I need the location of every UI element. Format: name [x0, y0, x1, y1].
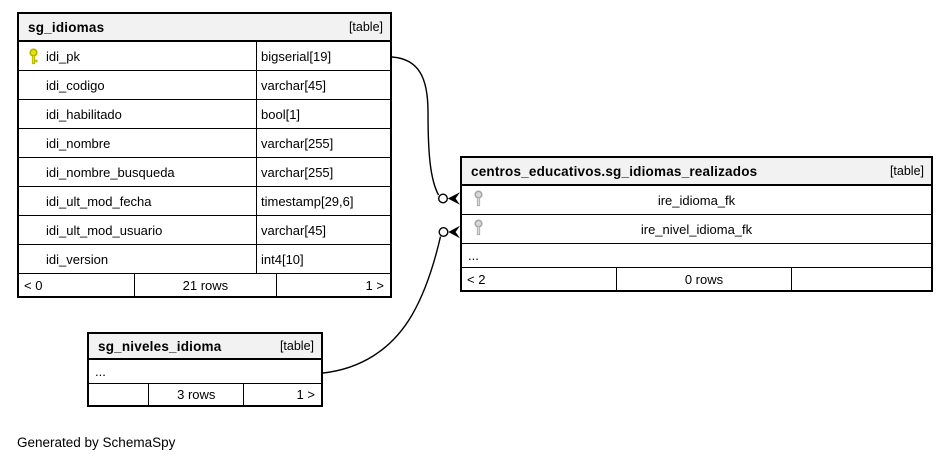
column-name-cell: idi_nombre	[19, 129, 257, 157]
column-name: idi_habilitado	[46, 106, 122, 122]
table-row: idi_habilitado bool[1]	[19, 100, 390, 129]
table-type-badge: [table]	[279, 339, 314, 353]
column-name-cell: idi_pk	[19, 42, 257, 70]
table-row: idi_nombre varchar[255]	[19, 129, 390, 158]
table-header[interactable]: sg_idiomas [table]	[19, 14, 390, 42]
table-row: idi_ult_mod_usuario varchar[45]	[19, 216, 390, 245]
foreign-key-icon	[473, 219, 484, 239]
column-type: int4[10]	[261, 251, 304, 267]
pager-prev[interactable]: < 0	[24, 277, 43, 293]
column-type: bool[1]	[261, 106, 301, 122]
table-row: ire_idioma_fk	[462, 186, 931, 215]
table-header[interactable]: centros_educativos.sg_idiomas_realizados…	[462, 158, 931, 186]
column-name: idi_ult_mod_usuario	[46, 222, 163, 238]
table-row: idi_ult_mod_fecha timestamp[29,6]	[19, 187, 390, 216]
table-type-badge: [table]	[348, 20, 383, 34]
row-count: 3 rows	[148, 384, 245, 405]
column-name: idi_nombre	[46, 135, 111, 151]
column-type: varchar[45]	[261, 77, 327, 93]
table-row: idi_codigo varchar[45]	[19, 71, 390, 100]
pager-prev[interactable]: < 2	[467, 271, 486, 287]
column-type: varchar[45]	[261, 222, 327, 238]
column-name: ire_nivel_idioma_fk	[640, 221, 753, 237]
column-type: varchar[255]	[261, 135, 334, 151]
fk-edge-crowfoot-nivel	[448, 225, 460, 239]
primary-key-icon	[28, 47, 46, 65]
ellipsis-row: ...	[89, 360, 321, 384]
table-row: idi_nombre_busqueda varchar[255]	[19, 158, 390, 187]
generated-by-label: Generated by SchemaSpy	[17, 435, 176, 450]
column-name: idi_ult_mod_fecha	[46, 193, 152, 209]
column-name: idi_nombre_busqueda	[46, 164, 175, 180]
table-title[interactable]: centros_educativos.sg_idiomas_realizados	[471, 163, 758, 179]
table-footer: < 2 0 rows	[462, 268, 931, 290]
column-name: idi_codigo	[46, 77, 105, 93]
table-title[interactable]: sg_idiomas	[28, 19, 105, 35]
fk-edge-odot-idioma	[438, 193, 449, 204]
table-sg-niveles-idioma[interactable]: sg_niveles_idioma [table] ... 3 rows 1 >	[87, 332, 323, 407]
table-title[interactable]: sg_niveles_idioma	[98, 338, 222, 354]
pager-next[interactable]: 1 >	[296, 387, 315, 402]
table-row: ire_nivel_idioma_fk	[462, 215, 931, 244]
column-name-cell: idi_habilitado	[19, 100, 257, 128]
table-row: idi_pk bigserial[19]	[19, 42, 390, 71]
row-count: 0 rows	[615, 268, 793, 290]
column-type: bigserial[19]	[261, 48, 332, 64]
column-name: idi_pk	[46, 48, 80, 64]
fk-edge-crowfoot-idioma	[447, 192, 460, 205]
table-sg-idiomas[interactable]: sg_idiomas [table] idi_pk bigserial[19] …	[17, 12, 392, 298]
table-footer: 3 rows 1 >	[89, 384, 321, 405]
table-type-badge: [table]	[889, 164, 924, 178]
column-name: ire_idioma_fk	[657, 192, 736, 208]
table-row: idi_version int4[10]	[19, 245, 390, 274]
column-type: varchar[255]	[261, 164, 334, 180]
pager-next	[792, 268, 931, 290]
column-type: timestamp[29,6]	[261, 193, 354, 209]
column-name-cell: idi_codigo	[19, 71, 257, 99]
table-sg-idiomas-realizados[interactable]: centros_educativos.sg_idiomas_realizados…	[460, 156, 933, 292]
ellipsis-row: ...	[462, 244, 931, 268]
column-name-cell: idi_nombre_busqueda	[19, 158, 257, 186]
column-name-cell: idi_ult_mod_fecha	[19, 187, 257, 215]
fk-edge-odot-nivel	[438, 226, 449, 237]
pager-next[interactable]: 1 >	[365, 277, 384, 293]
column-name-cell: idi_ult_mod_usuario	[19, 216, 257, 244]
column-name-cell: idi_version	[19, 245, 257, 273]
table-header[interactable]: sg_niveles_idioma [table]	[89, 334, 321, 360]
pager-prev	[89, 384, 148, 405]
fk-edge-idiomas-to-realizados	[391, 56, 440, 196]
table-footer: < 0 21 rows 1 >	[19, 274, 390, 296]
column-name: idi_version	[46, 251, 109, 267]
foreign-key-icon	[473, 190, 484, 210]
row-count: 21 rows	[134, 274, 277, 296]
